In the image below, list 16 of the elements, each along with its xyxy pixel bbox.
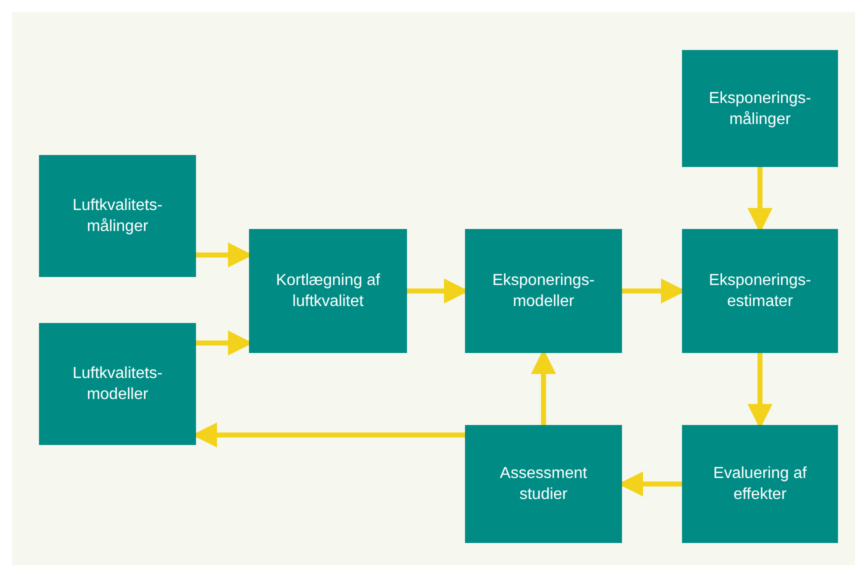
box-label: Assessment studier bbox=[498, 464, 588, 505]
box-label: Luftkvalitets- modeller bbox=[72, 364, 164, 405]
process-box bbox=[249, 229, 407, 353]
process-box bbox=[39, 323, 196, 445]
process-box bbox=[39, 155, 196, 277]
process-box bbox=[682, 50, 838, 167]
box-label: Evaluering af effekter bbox=[712, 464, 808, 505]
box-label: Eksponerings- modeller bbox=[491, 271, 596, 312]
box-label: Luftkvalitets- målinger bbox=[72, 196, 164, 237]
process-box bbox=[682, 229, 838, 353]
process-box bbox=[682, 425, 838, 543]
process-box bbox=[465, 425, 622, 543]
box-label: Eksponerings- estimater bbox=[708, 271, 812, 312]
process-box bbox=[465, 229, 622, 353]
box-label: Kortlægning af luftkvalitet bbox=[274, 271, 382, 312]
box-label: Eksponerings- målinger bbox=[708, 88, 812, 130]
